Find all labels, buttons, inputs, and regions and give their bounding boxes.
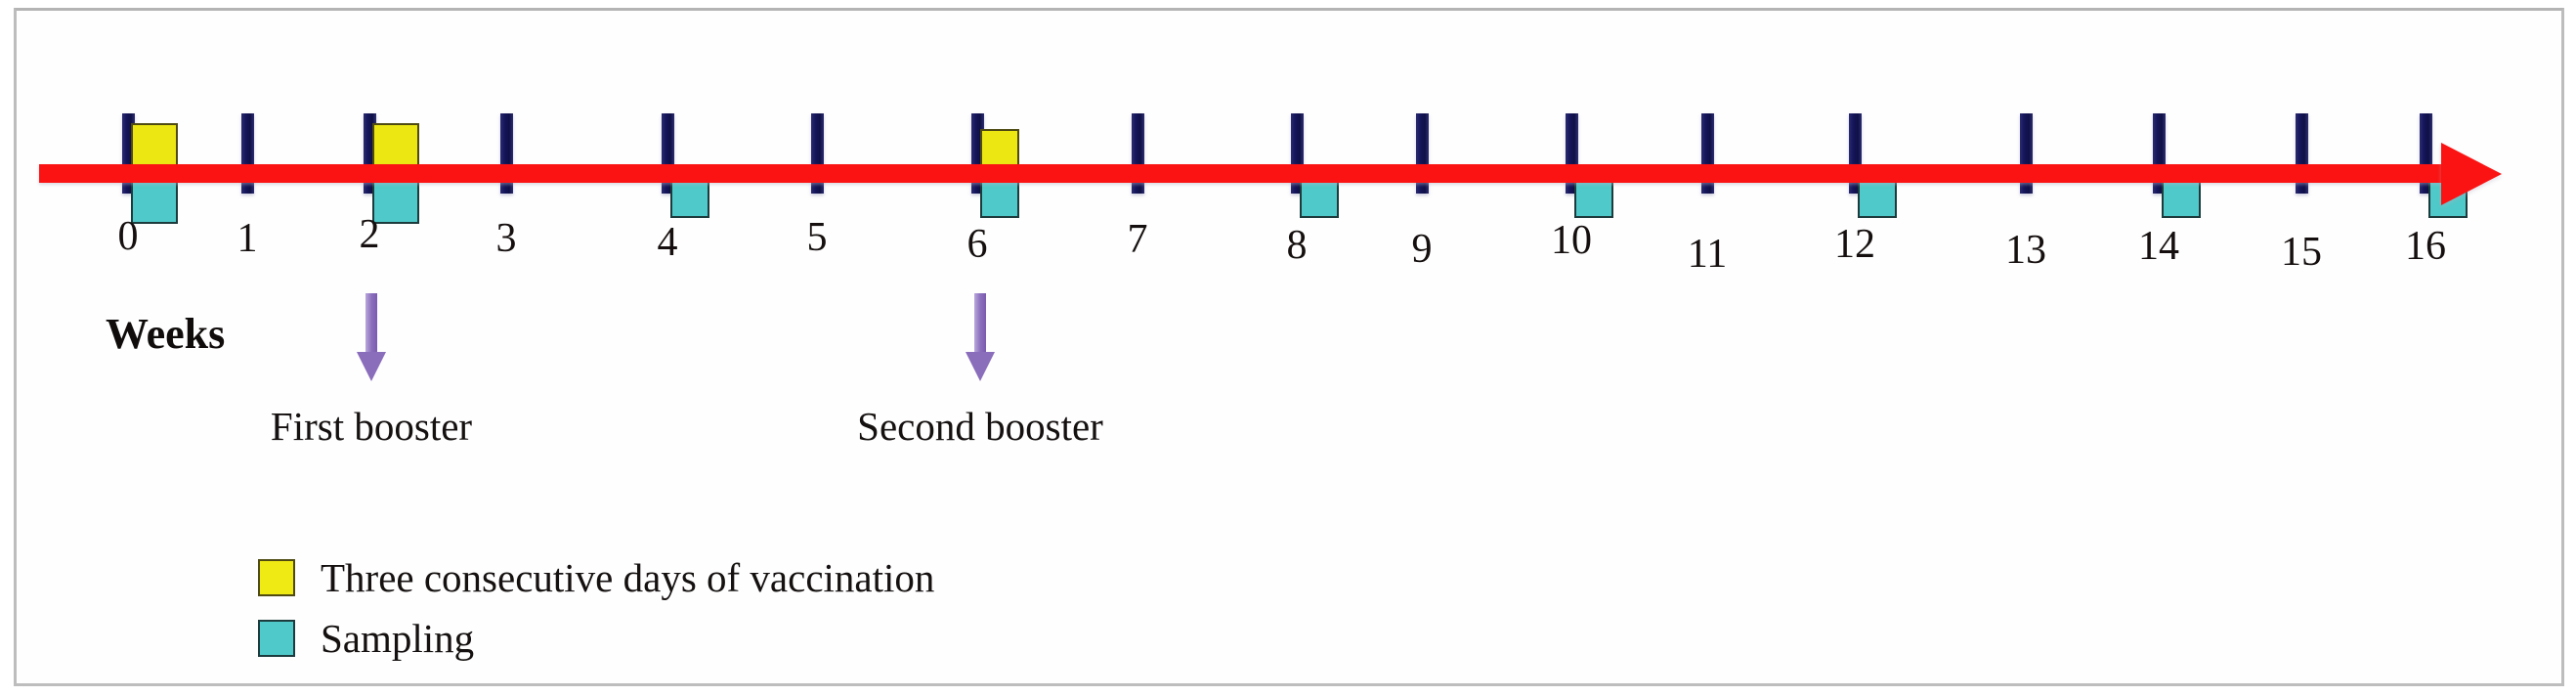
sampling-marker-week-6 [980,177,1019,218]
sampling-marker-week-4 [670,177,709,218]
sampling-marker-week-14 [2162,177,2201,218]
week-label-14: 14 [2138,224,2179,269]
vaccination-marker-week-0 [131,123,178,170]
week-label-6: 6 [966,222,988,267]
week-label-9: 9 [1411,227,1433,272]
week-label-11: 11 [1687,232,1728,277]
down-arrow-icon [365,293,377,358]
week-label-10: 10 [1551,218,1592,263]
week-label-13: 13 [2005,228,2046,273]
week-label-2: 2 [359,212,380,257]
week-label-5: 5 [806,215,828,260]
booster-label: Second booster [857,404,1103,449]
vaccination-marker-week-6 [980,129,1019,170]
down-arrow-head-icon [357,352,386,381]
sampling-marker-week-8 [1300,177,1339,218]
week-label-16: 16 [2405,224,2446,269]
timeline-axis-line [39,164,2463,183]
down-arrow-icon [974,293,986,358]
week-label-0: 0 [117,214,139,259]
week-label-8: 8 [1286,223,1308,268]
legend-swatch-vaccination [258,559,295,596]
legend-label: Sampling [321,616,475,661]
week-label-7: 7 [1127,217,1148,262]
legend-item-sampling: Sampling [258,608,934,669]
sampling-marker-week-12 [1858,177,1897,218]
timeline-arrowhead-icon [2441,143,2502,205]
booster-label: First booster [270,404,473,449]
down-arrow-head-icon [966,352,995,381]
week-label-3: 3 [495,216,517,261]
week-label-1: 1 [236,216,258,261]
sampling-marker-week-10 [1574,177,1613,218]
week-label-12: 12 [1834,222,1875,267]
figure-border [14,8,2564,686]
week-label-4: 4 [657,220,678,265]
axis-caption-weeks: Weeks [106,310,226,358]
vaccination-marker-week-2 [372,123,419,170]
week-label-15: 15 [2281,230,2322,275]
sampling-marker-week-0 [131,177,178,224]
legend-label: Three consecutive days of vaccination [321,555,935,600]
legend-swatch-sampling [258,620,295,657]
legend-item-vaccination: Three consecutive days of vaccination [258,547,934,608]
